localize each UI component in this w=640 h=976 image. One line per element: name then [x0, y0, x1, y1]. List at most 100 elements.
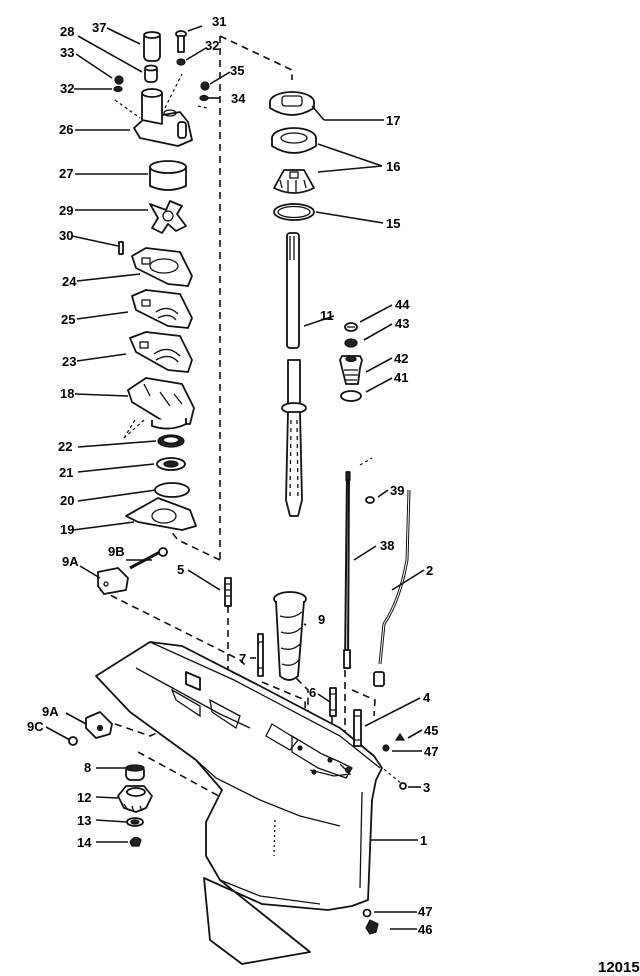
part-20-o-ring: [154, 482, 190, 498]
callout-labels: 37 28 31 32 33 32 35 34 26 27 29 30 24 2…: [27, 14, 438, 937]
guide-line-pump-top: [114, 73, 208, 119]
part-28-seal: [144, 64, 158, 83]
callout-25: 25: [61, 312, 75, 327]
part-43-oil-seal: [344, 338, 358, 348]
part-47-washer-lower: [362, 908, 372, 918]
callout-39: 39: [390, 483, 404, 498]
callout-30: 30: [59, 228, 73, 243]
callout-8: 8: [84, 760, 91, 775]
part-9b-screw: [129, 547, 168, 570]
part-42-bushing: [339, 355, 363, 385]
callout-33: 33: [60, 45, 74, 60]
callout-23: 23: [62, 354, 76, 369]
part-2-water-tube: [373, 489, 411, 687]
part-3-plug: [399, 782, 407, 790]
callout-26: 26: [59, 122, 73, 137]
leader-lines: [45, 25, 425, 930]
callout-16: 16: [386, 159, 400, 174]
callout-5: 5: [177, 562, 184, 577]
part-23-gasket: [129, 331, 193, 373]
part-37-tube: [143, 31, 161, 62]
callout-32-left: 32: [60, 81, 74, 96]
part-14-pinion-nut: [129, 836, 142, 847]
callout-18: 18: [60, 386, 74, 401]
callout-2: 2: [426, 563, 433, 578]
figure-number: 12015: [598, 959, 640, 976]
callout-3: 3: [423, 780, 430, 795]
guide-line-anode-top: [99, 589, 247, 667]
callout-15: 15: [386, 216, 400, 231]
callout-9c: 9C: [27, 719, 44, 734]
part-45-screw: [394, 732, 406, 741]
part-6-stud: [329, 687, 337, 717]
part-19-gasket: [125, 497, 197, 531]
callout-27: 27: [59, 166, 73, 181]
callout-7: 7: [239, 651, 246, 666]
part-33-nut: [114, 75, 124, 85]
part-9c-nut: [68, 736, 78, 746]
part-11-driveshaft: [281, 232, 307, 517]
callout-4: 4: [423, 690, 431, 705]
callout-37: 37: [92, 20, 106, 35]
part-21-washer: [156, 457, 186, 471]
callout-29: 29: [59, 203, 73, 218]
callout-9a-top: 9A: [62, 554, 79, 569]
guide-line-water-tube: [351, 689, 376, 717]
callout-21: 21: [59, 465, 73, 480]
part-5-stud: [224, 577, 232, 607]
callout-12: 12: [77, 790, 91, 805]
callout-34: 34: [231, 91, 246, 106]
part-9-water-tube-seal: [273, 591, 307, 681]
part-25-face-plate: [131, 289, 193, 329]
callout-1: 1: [420, 833, 427, 848]
callout-44: 44: [395, 297, 410, 312]
part-32-washer-left: [113, 85, 123, 93]
part-16-tapered-bearing-cone: [273, 169, 315, 194]
callout-45: 45: [424, 723, 438, 738]
part-12-pinion-gear: [117, 785, 153, 813]
part-17-bearing-retainer: [269, 91, 315, 116]
part-4-stud: [353, 709, 362, 747]
part-22-oil-seal: [157, 434, 185, 448]
part-31-screw: [175, 30, 187, 53]
part-44-nut: [344, 322, 358, 332]
part-34-washer: [199, 94, 209, 102]
guide-line-top: [219, 35, 293, 80]
callout-13: 13: [77, 813, 91, 828]
part-30-key: [118, 241, 124, 255]
part-9a-anode-top: [97, 567, 129, 595]
callout-42: 42: [394, 351, 408, 366]
part-32-washer-right: [176, 58, 186, 66]
callout-47-lower: 47: [418, 904, 432, 919]
callout-14: 14: [77, 835, 92, 850]
callout-17: 17: [386, 113, 400, 128]
part-35-nut: [200, 81, 210, 91]
part-9a-anode-bottom: [85, 711, 113, 739]
part-24-gasket: [131, 247, 193, 287]
callout-31: 31: [212, 14, 226, 29]
part-39-e-clip: [365, 496, 375, 504]
callout-46: 46: [418, 922, 432, 937]
part-7-stud: [257, 633, 264, 677]
callout-11: 11: [320, 308, 334, 323]
guide-line-lower: [169, 529, 221, 561]
callout-24: 24: [62, 274, 77, 289]
callout-47-upper: 47: [424, 744, 438, 759]
part-27-insert: [149, 160, 187, 191]
callout-35: 35: [230, 63, 244, 78]
part-15-shim: [273, 203, 315, 221]
part-47-washer-upper: [382, 744, 390, 752]
callout-41: 41: [394, 370, 408, 385]
callout-9: 9: [318, 612, 325, 627]
callout-43: 43: [395, 316, 409, 331]
part-38-shift-shaft: [343, 471, 351, 669]
part-8-bearing: [125, 764, 145, 781]
part-13-washer: [126, 817, 144, 827]
guide-line-pinion: [137, 751, 227, 801]
callout-19: 19: [60, 522, 74, 537]
part-26-water-pump-body: [133, 88, 193, 147]
part-1-gear-housing: [95, 641, 383, 965]
part-16-tapered-bearing-cup: [271, 127, 317, 154]
callout-6: 6: [309, 685, 316, 700]
